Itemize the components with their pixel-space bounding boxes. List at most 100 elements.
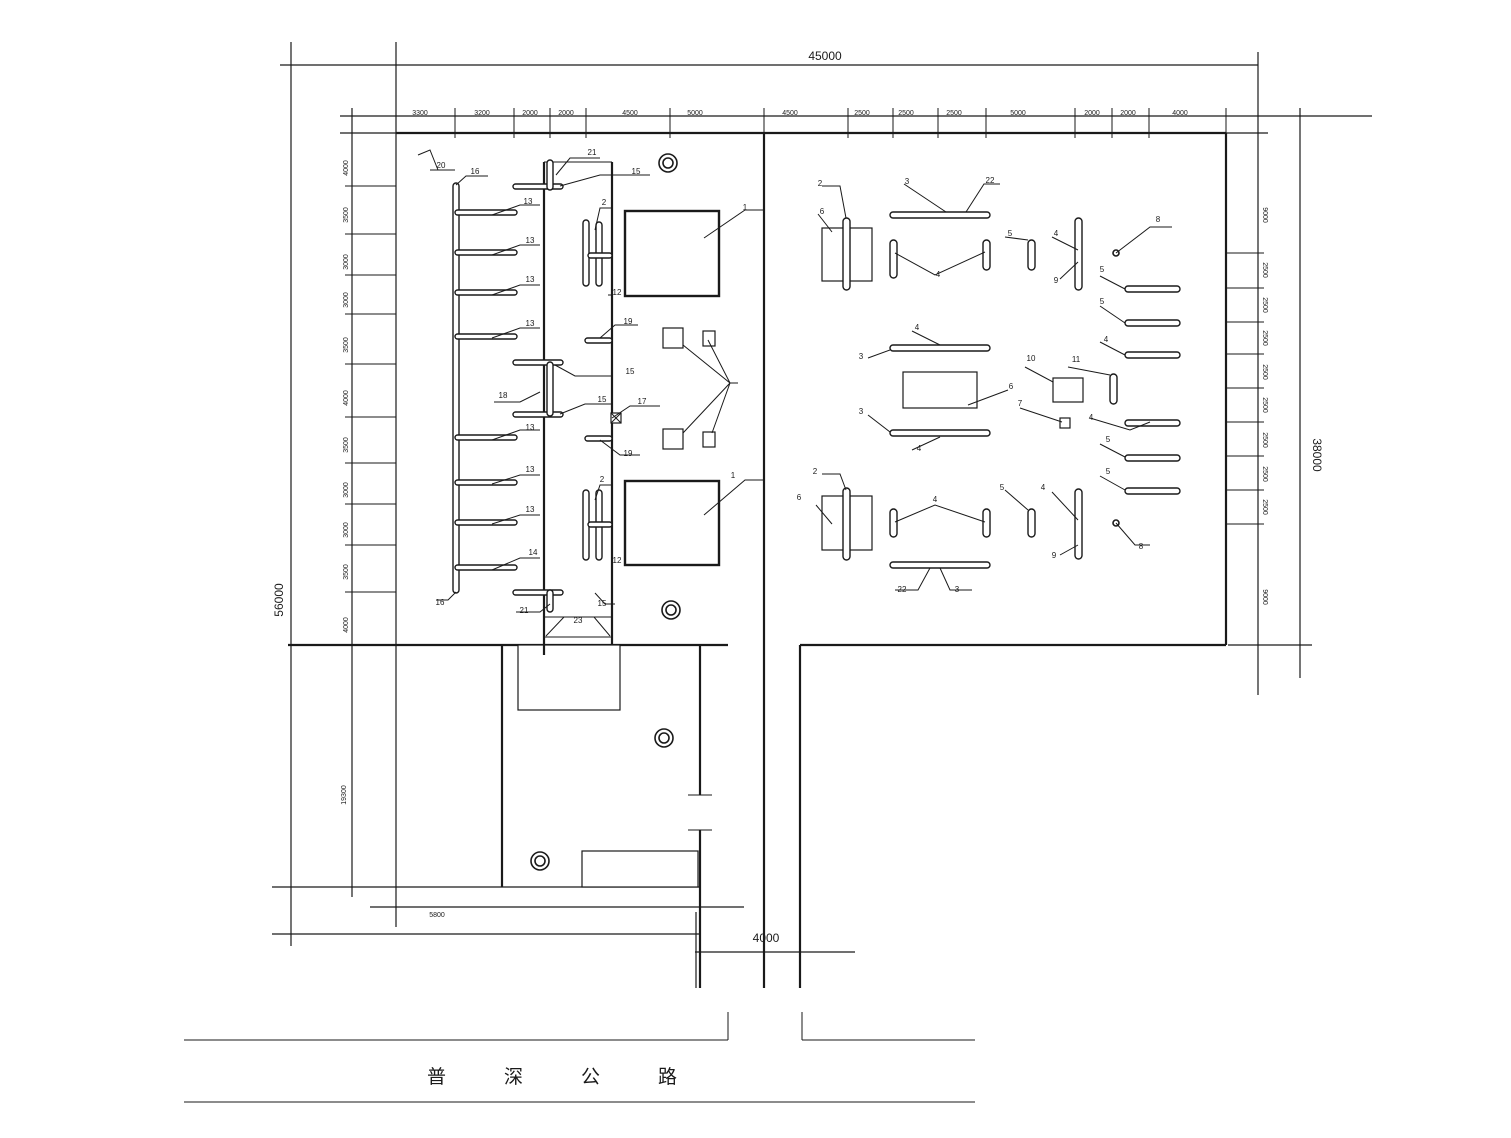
right-hall-equipment [815, 183, 1181, 591]
left-dimension-label: 4000 [343, 160, 350, 176]
equipment-callout-label: 13 [526, 275, 535, 284]
equipment-callout-label: 20 [437, 161, 446, 170]
equipment-callout-label: 1 [731, 471, 736, 480]
equipment-callout-label: 4 [917, 444, 922, 453]
top-dimension-label: 2500 [946, 110, 962, 117]
equipment-callout-label: 3 [905, 177, 910, 186]
equipment-callout-label: 8 [1156, 215, 1161, 224]
left-dimension-label: 4000 [343, 617, 350, 633]
left-height-label: 56000 [272, 583, 286, 617]
equipment-callout-label: 19 [624, 449, 633, 458]
equipment-callout-label: 14 [529, 548, 538, 557]
left-dimension-label: 3000 [343, 254, 350, 270]
left-dimension-label: 3000 [343, 292, 350, 308]
equipment-callout-label: 13 [526, 319, 535, 328]
equipment-callout-label: 1 [743, 203, 748, 212]
lower-width-label: 5800 [429, 912, 445, 919]
right-dimension-label: 2500 [1261, 499, 1268, 515]
left-dimension-label: 3000 [343, 522, 350, 538]
left-dimension-label: 3500 [343, 564, 350, 580]
left-dimension-label: 3500 [343, 207, 350, 223]
top-dimension-label: 2000 [558, 110, 574, 117]
top-dimension-label: 4500 [622, 110, 638, 117]
left-dimension-label: 3500 [343, 437, 350, 453]
equipment-callout-label: 17 [638, 397, 647, 406]
right-dimension-label: 9000 [1261, 207, 1268, 223]
equipment-callout-label: 2 [602, 198, 607, 207]
top-dimension-label: 4000 [1172, 110, 1188, 117]
equipment-callout-label: 6 [1009, 382, 1014, 391]
equipment-callout-label: 2 [600, 475, 605, 484]
right-dimension-label: 2500 [1261, 466, 1268, 482]
left-dimension-labels: 4000 3500 3000 3000 3500 4000 3500 3000 3000 3500… [343, 160, 350, 633]
right-dimension-label: 2500 [1261, 330, 1268, 346]
right-dimension-ticks [1226, 252, 1264, 525]
equipment-callout-label: 22 [986, 176, 995, 185]
equipment-callout-label: 23 [574, 616, 583, 625]
equipment-callout-label: 13 [526, 236, 535, 245]
equipment-callout-label: 10 [1027, 354, 1036, 363]
equipment-callout-label: 2 [818, 179, 823, 188]
equipment-callout-label: 13 [526, 423, 535, 432]
equipment-callout-label: 8 [1139, 542, 1144, 551]
equipment-callout-label: 6 [797, 493, 802, 502]
top-dimension-label: 4500 [782, 110, 798, 117]
equipment-callout-label: 6 [820, 207, 825, 216]
left-dimension-ticks [345, 185, 396, 593]
top-dimension-label: 2000 [522, 110, 538, 117]
right-dimension-label: 9000 [1261, 589, 1268, 605]
equipment-callout-label: 5 [1100, 297, 1105, 306]
lower-height-label: 19300 [341, 785, 348, 805]
top-dimension-label: 3300 [412, 110, 428, 117]
top-dimension-label: 5000 [687, 110, 703, 117]
equipment-callout-label: 16 [471, 167, 480, 176]
gate-width-label: 4000 [753, 931, 780, 945]
equipment-callout-label: 15 [632, 167, 641, 176]
equipment-callout-label: 9 [1054, 276, 1059, 285]
right-dimension-label: 2500 [1261, 432, 1268, 448]
equipment-callout-label: 5 [1100, 265, 1105, 274]
equipment-callout-label: 3 [955, 585, 960, 594]
equipment-callout-label: 12 [613, 556, 622, 565]
top-dimension-label: 5000 [1010, 110, 1026, 117]
equipment-callout-label: 4 [1089, 413, 1094, 422]
right-dimension-label: 2500 [1261, 397, 1268, 413]
left-hall-equipment [417, 149, 764, 871]
equipment-callout-label: 21 [520, 606, 529, 615]
equipment-callout-label: 4 [1054, 229, 1059, 238]
total-width-label: 45000 [808, 49, 842, 63]
equipment-callout-label: 15 [626, 367, 635, 376]
top-dimension-label: 2500 [854, 110, 870, 117]
equipment-callout-label: 16 [436, 598, 445, 607]
equipment-callout-label: 13 [526, 465, 535, 474]
equipment-callout-label: 4 [1104, 335, 1109, 344]
equipment-callout-label: 4 [915, 323, 920, 332]
equipment-callout-label: 11 [1072, 355, 1081, 364]
left-dimension-label: 3000 [343, 482, 350, 498]
right-dimension-label: 2500 [1261, 297, 1268, 313]
overall-dimension-labels: 45000 56000 38000 4000 5800 19300 普 深 公 … [272, 49, 1324, 1088]
equipment-callout-label: 5 [1106, 467, 1111, 476]
left-dimension-label: 4000 [343, 390, 350, 406]
equipment-callout-label: 3 [859, 407, 864, 416]
equipment-callout-label: 7 [1018, 399, 1023, 408]
top-dimension-label: 2500 [898, 110, 914, 117]
equipment-callout-label: 9 [1052, 551, 1057, 560]
right-dimension-label: 2500 [1261, 364, 1268, 380]
equipment-callout-label: 4 [933, 495, 938, 504]
equipment-callout-label: 15 [598, 599, 607, 608]
equipment-callout-label: 13 [526, 505, 535, 514]
equipment-callout-label: 19 [624, 317, 633, 326]
road-name: 普 深 公 路 [427, 1066, 703, 1088]
building-walls [288, 131, 1228, 988]
top-dimension-label: 2000 [1120, 110, 1136, 117]
equipment-callout-label: 3 [859, 352, 864, 361]
equipment-callout-label: 18 [499, 391, 508, 400]
equipment-callout-label: 13 [524, 197, 533, 206]
equipment-callout-label: 12 [613, 288, 622, 297]
left-dimension-label: 3500 [343, 337, 350, 353]
